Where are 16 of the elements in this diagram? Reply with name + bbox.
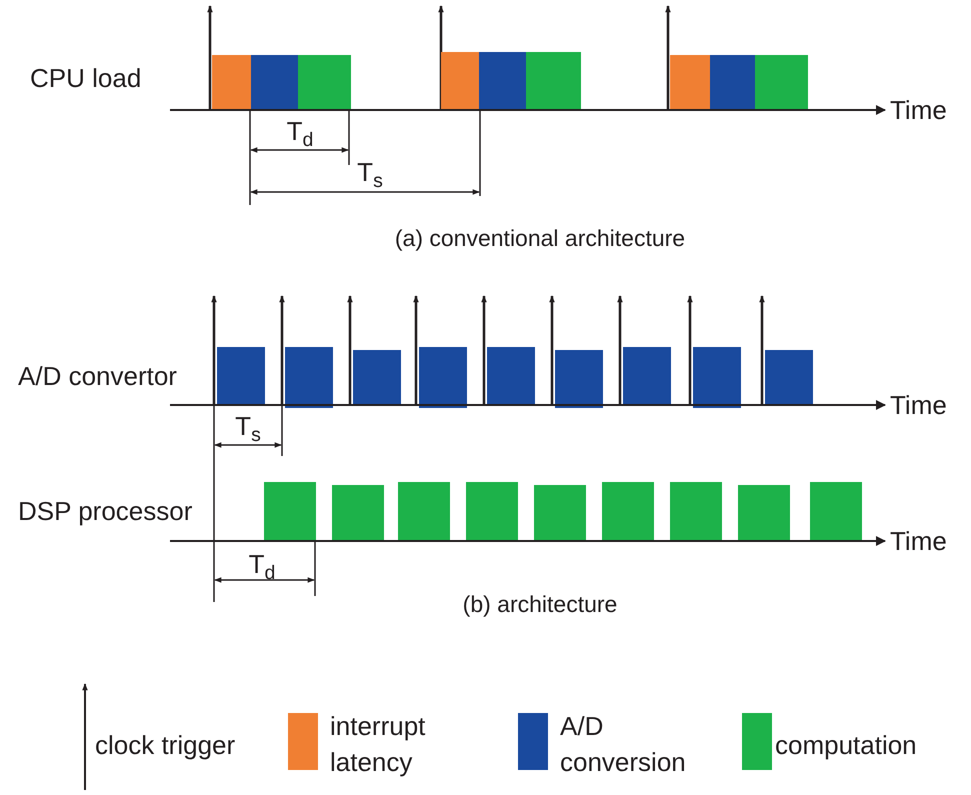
legend-label: A/D conversion (560, 710, 687, 780)
dimension-label: T$_{s}$ (357, 158, 383, 192)
dimension-label: T$_{d}$ (286, 117, 314, 152)
row-label: CPU load (30, 64, 142, 93)
legend-label: clock trigger (95, 731, 236, 760)
caption: (b) architecture (462, 592, 618, 618)
axis-label: Time (890, 527, 947, 556)
legend-label: interrupt latency (330, 710, 426, 780)
row-label: DSP processor (18, 497, 192, 526)
dimension-label: T$_{d}$ (248, 550, 276, 584)
axis-label: Time (890, 391, 947, 420)
row-label: A/D convertor (18, 362, 177, 391)
axis-label: Time (890, 96, 947, 125)
legend-label: computation (775, 731, 917, 760)
caption: (a) conventional architecture (394, 226, 686, 252)
dimension-label: T$_{s}$ (235, 412, 261, 446)
